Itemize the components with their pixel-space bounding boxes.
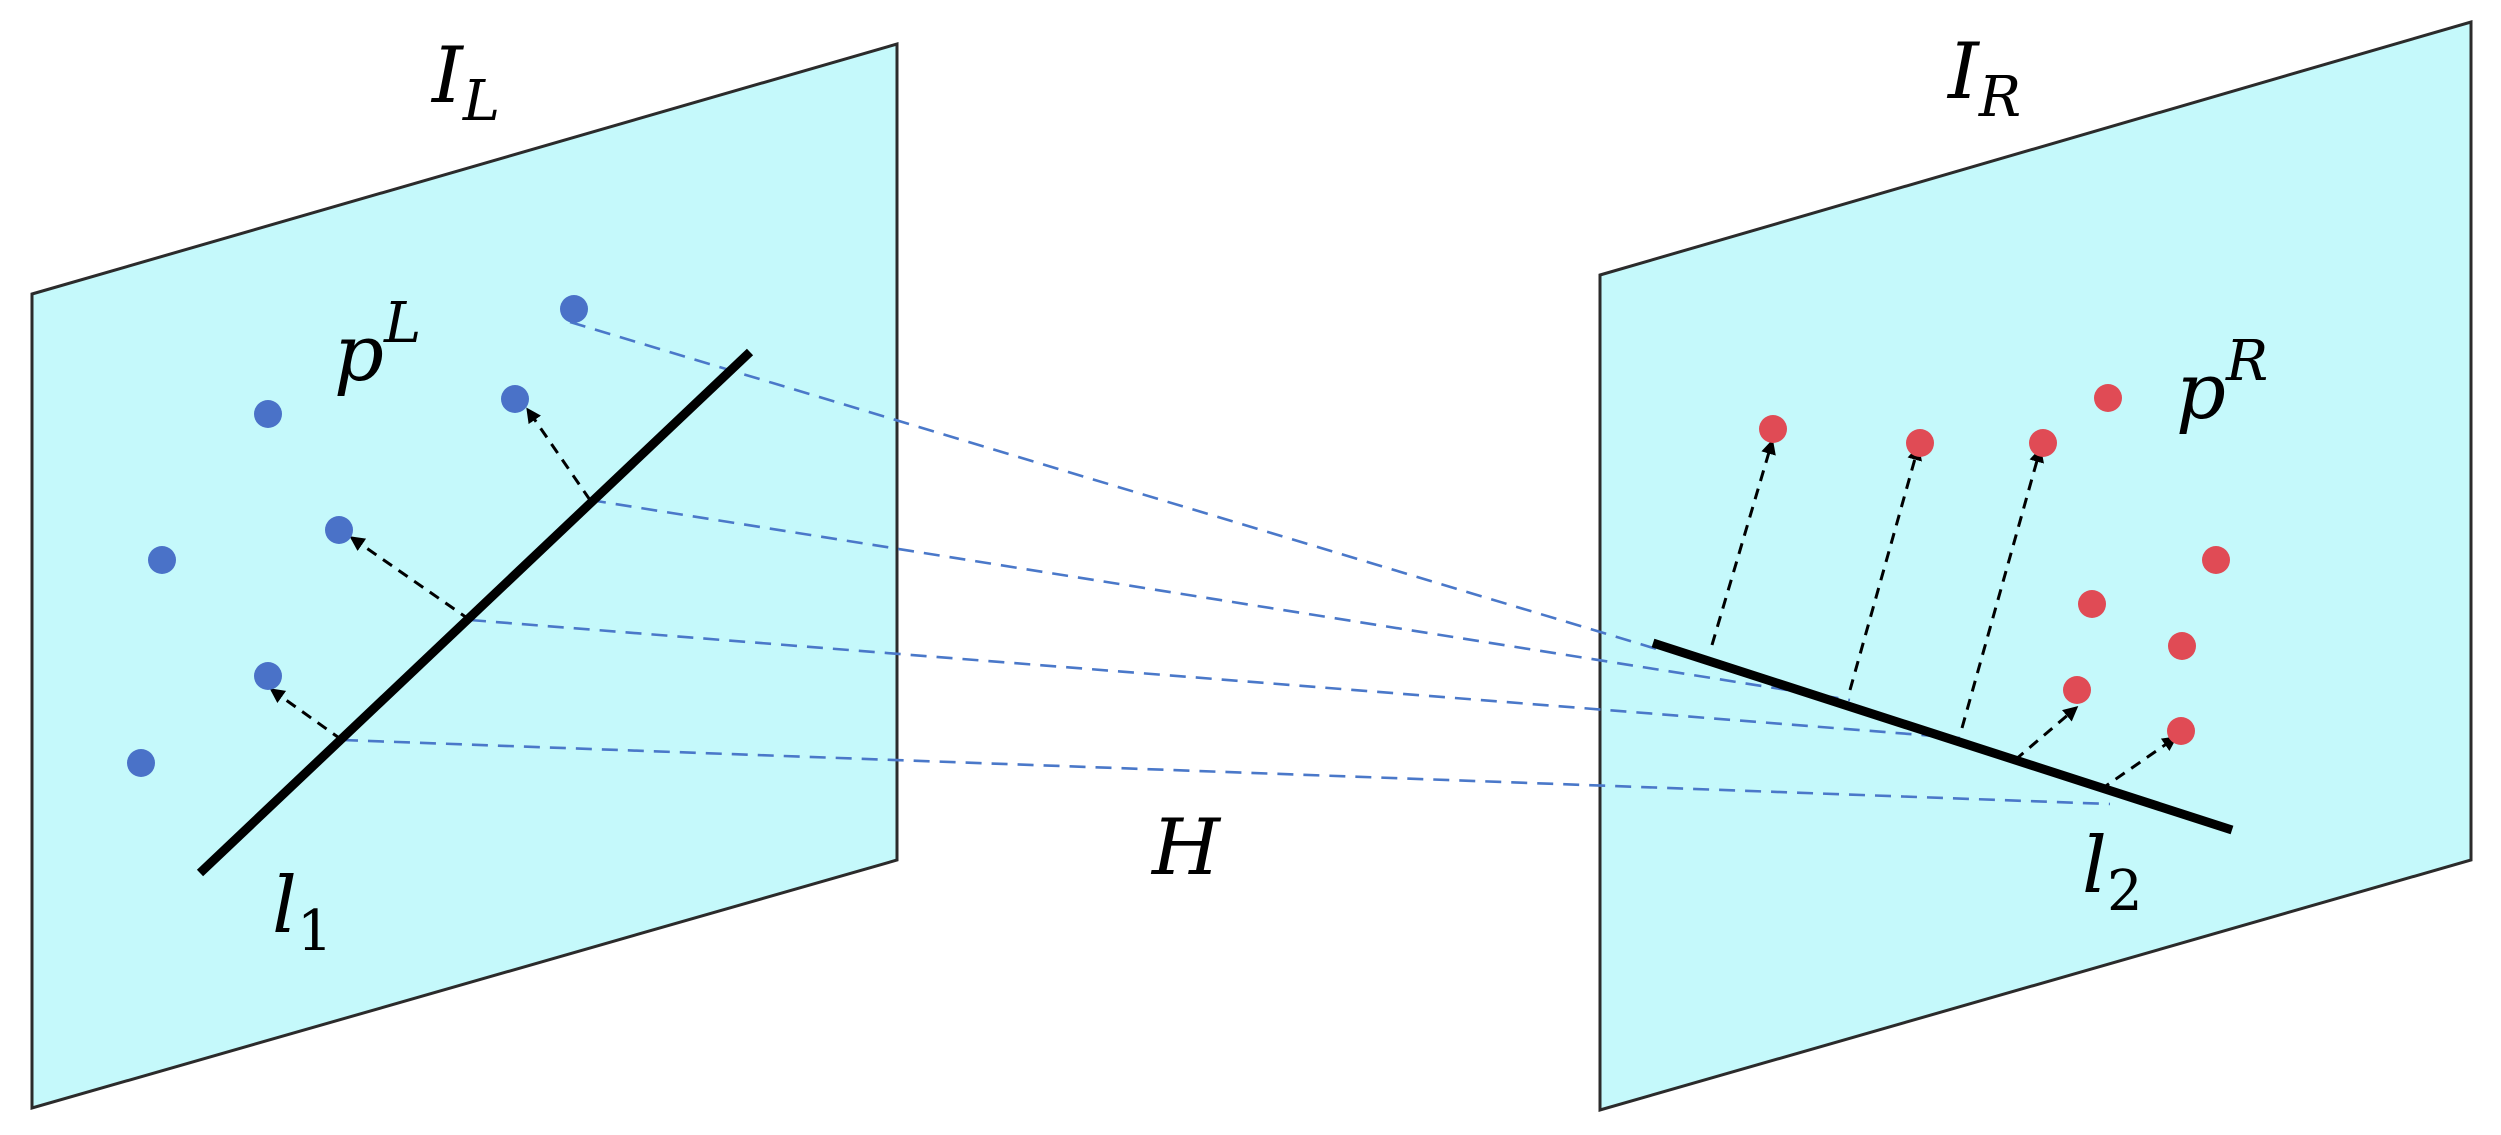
correspondence-line [589, 498, 1851, 702]
normal-arrow [1848, 445, 1922, 691]
normal-arrow [349, 536, 471, 622]
right-line-l2 [1651, 638, 2234, 835]
label-left-line: l1 [272, 861, 333, 964]
right-point [2202, 546, 2230, 574]
right-point [1759, 415, 1787, 443]
right-point [2167, 717, 2195, 745]
left-point [127, 749, 155, 777]
left-normal-arrows [269, 407, 592, 742]
right-points [1759, 384, 2230, 745]
label-left-points: pL [334, 291, 421, 399]
right-normal-arrows [1710, 439, 2178, 792]
left-image-plane [30, 42, 899, 1110]
left-point [148, 546, 176, 574]
left-points [127, 295, 588, 777]
right-point [2029, 429, 2057, 457]
correspondence-line [569, 320, 1661, 652]
normal-arrow [1960, 447, 2044, 729]
left-point [501, 385, 529, 413]
normal-arrow [1710, 439, 1776, 646]
right-image-plane [1598, 20, 2473, 1112]
right-point [1906, 429, 1934, 457]
left-point [254, 400, 282, 428]
label-right-image: IR [1946, 27, 2021, 130]
normal-arrow [2099, 736, 2178, 792]
right-point [2094, 384, 2122, 412]
right-point [2063, 676, 2091, 704]
normal-arrow [269, 688, 343, 742]
label-right-points: pR [2176, 329, 2268, 437]
left-point [254, 662, 282, 690]
label-left-image: IL [430, 31, 500, 134]
correspondence-lines [341, 320, 2111, 806]
normal-arrow [2014, 706, 2079, 762]
correspondence-line [469, 618, 1961, 740]
label-homography: H [1150, 803, 1222, 893]
right-point [2078, 590, 2106, 618]
correspondence-line [341, 738, 2111, 806]
right-point [2168, 632, 2196, 660]
label-right-line: l2 [2082, 821, 2143, 924]
left-line-l1 [196, 348, 754, 877]
left-point [325, 516, 353, 544]
left-point [560, 295, 588, 323]
